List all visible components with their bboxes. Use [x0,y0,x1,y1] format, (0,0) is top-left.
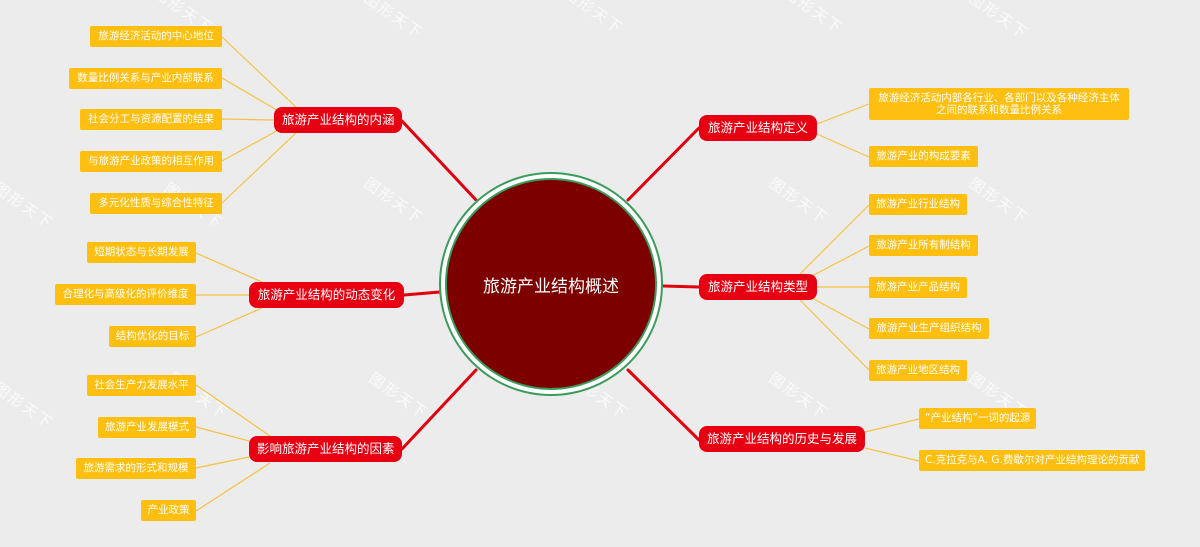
leaf-node[interactable]: 短期状态与长期发展 [87,242,196,263]
leaf-node[interactable]: 旅游产业的构成要素 [869,146,978,167]
leaf-label: 旅游经济活动的中心地位 [98,30,214,42]
leaf-node[interactable]: 旅游产业产品结构 [869,277,967,298]
leaf-label: 旅游产业所有制结构 [876,239,971,251]
leaf-label: 多元化性质与综合性特征 [98,197,214,209]
leaf-node[interactable]: 旅游产业所有制结构 [869,235,978,256]
leaf-label: 旅游产业地区结构 [876,364,960,376]
leaf-node[interactable]: 社会生产力发展水平 [87,375,196,396]
leaf-label: 短期状态与长期发展 [94,246,189,258]
root-node[interactable]: 旅游产业结构概述 [439,172,663,396]
branch-node-factors[interactable]: 影响旅游产业结构的因素 [249,436,402,462]
leaf-node[interactable]: 合理化与高级化的评价维度 [55,284,196,305]
leaf-label: 结构优化的目标 [115,330,190,342]
leaf-label: 与旅游产业政策的相互作用 [88,155,214,167]
leaf-node[interactable]: 产业政策 [141,500,196,521]
branch-label: 旅游产业结构定义 [707,120,808,135]
leaf-node[interactable]: 旅游需求的形式和规模 [76,458,196,479]
leaf-node[interactable]: 旅游经济活动内部各行业、各部门以及各种经济主体之间的联系和数量比例关系 [869,88,1129,120]
leaf-label: 旅游需求的形式和规模 [83,462,189,474]
branch-node-types[interactable]: 旅游产业结构类型 [699,274,817,300]
leaf-label: 旅游经济活动内部各行业、各部门以及各种经济主体之间的联系和数量比例关系 [878,92,1120,116]
leaf-node[interactable]: 旅游产业行业结构 [869,194,967,215]
leaf-node[interactable]: 旅游产业地区结构 [869,360,967,381]
branch-label: 旅游产业结构类型 [707,279,808,294]
root-node-label: 旅游产业结构概述 [483,276,619,297]
leaf-node[interactable]: 社会分工与资源配置的结果 [80,109,222,130]
leaf-label: 数量比例关系与产业内部联系 [77,72,214,84]
leaf-label: 旅游产业产品结构 [876,281,960,293]
branch-label: 旅游产业结构的动态变化 [257,287,396,302]
leaf-label: 旅游产业的构成要素 [876,150,971,162]
leaf-node[interactable]: C.克拉克与A. G.费歇尔对产业结构理论的贡献 [919,450,1145,471]
leaf-label: 社会生产力发展水平 [94,379,189,391]
leaf-node[interactable]: 数量比例关系与产业内部联系 [69,68,222,89]
leaf-label: 旅游产业发展模式 [105,421,189,433]
leaf-label: C.克拉克与A. G.费歇尔对产业结构理论的贡献 [925,454,1140,466]
leaf-label: “产业结构”一词的起源 [925,412,1031,424]
leaf-label: 旅游产业生产组织结构 [876,322,982,334]
leaf-node[interactable]: 旅游经济活动的中心地位 [90,26,222,47]
branch-label: 旅游产业结构的内涵 [282,112,395,127]
branch-label: 影响旅游产业结构的因素 [257,441,395,456]
leaf-node[interactable]: 旅游产业生产组织结构 [869,318,989,339]
branch-node-history[interactable]: 旅游产业结构的历史与发展 [699,426,865,452]
leaf-node[interactable]: 多元化性质与综合性特征 [90,193,222,214]
leaf-label: 产业政策 [147,504,190,516]
branch-node-dynamic-change[interactable]: 旅游产业结构的动态变化 [249,282,404,308]
leaf-label: 旅游产业行业结构 [876,198,960,210]
branch-node-definition[interactable]: 旅游产业结构定义 [699,115,817,141]
branch-node-connotation[interactable]: 旅游产业结构的内涵 [274,107,402,133]
leaf-label: 合理化与高级化的评价维度 [62,288,189,300]
leaf-node[interactable]: 与旅游产业政策的相互作用 [80,151,222,172]
leaf-node[interactable]: 旅游产业发展模式 [98,417,196,438]
branch-label: 旅游产业结构的历史与发展 [707,431,858,446]
leaf-label: 社会分工与资源配置的结果 [88,113,214,125]
leaf-node[interactable]: 结构优化的目标 [109,326,196,347]
leaf-node[interactable]: “产业结构”一词的起源 [919,408,1036,429]
